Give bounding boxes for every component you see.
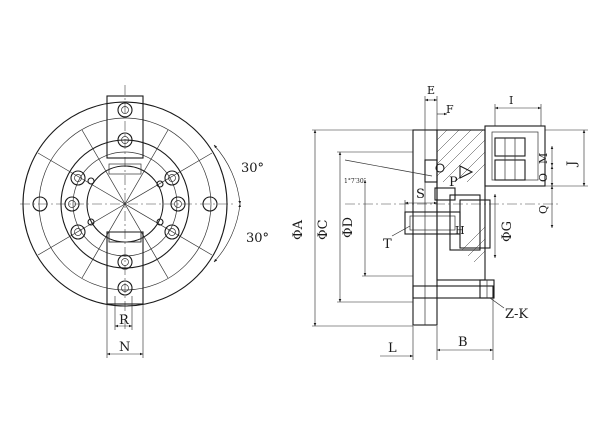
dim-phiC-label: ΦC (316, 219, 331, 240)
dim-l-label: L (388, 341, 397, 356)
tapped-hole-4 (156, 218, 164, 226)
dim-i-label: I (509, 94, 513, 107)
angle-arc-upper (213, 144, 242, 205)
top-jaw-screw-2 (117, 132, 133, 148)
dim-r-label: R (119, 313, 130, 328)
cone-tip (459, 165, 474, 179)
bottom-slot-upper (108, 231, 142, 243)
bottom-jaw-screw-1 (117, 254, 133, 270)
valve-block-lower (494, 159, 526, 181)
cylinder-block (459, 199, 491, 249)
dim-phiA-label: ΦA (291, 219, 306, 240)
top-jaw-screw-2-inner (121, 136, 129, 144)
ring-hole-5 (70, 224, 86, 240)
dim-n-label: N (119, 340, 130, 355)
angle-arc-lower (213, 203, 242, 263)
valve-block-upper (494, 137, 526, 157)
inner-ring-circle (72, 151, 178, 257)
tapped-hole-3 (87, 218, 95, 226)
bolt-circle-outer (38, 117, 212, 291)
pin-circle (435, 163, 445, 173)
ring-hole-3 (64, 196, 80, 212)
spring-chamber (434, 187, 456, 201)
dim-m-label: M (537, 153, 550, 164)
dim-f-label: F (446, 103, 454, 116)
top-jaw-screw-1-inner (121, 106, 129, 114)
dim-t-leader (391, 225, 411, 237)
diag-line-4 (81, 129, 169, 279)
bottom-jaw-screw-2 (117, 280, 133, 296)
angle-label-lower: 30° (246, 231, 269, 246)
bottom-jaw-screw-1-inner (121, 258, 129, 266)
ring-hole-4 (170, 196, 186, 212)
piston-head (449, 194, 481, 251)
ring-hole-2 (164, 170, 180, 186)
body-block (436, 129, 486, 281)
rear-housing (484, 125, 546, 187)
bolt-hole-left (32, 196, 48, 212)
body-circle (60, 139, 190, 269)
ring-hole-6 (164, 224, 180, 240)
dim-p-label: P (449, 175, 458, 190)
dim-o-label: O (537, 173, 550, 182)
dim-phiG-label: ΦG (500, 221, 515, 242)
taper-note: 1°7′30″ (344, 178, 367, 185)
bottom-jaw-screw-2-inner (121, 284, 129, 292)
dim-q-label: Q (537, 205, 550, 214)
ring-hole-1-inner (74, 174, 82, 182)
top-nozzle (424, 159, 438, 183)
section-hatching (436, 129, 486, 263)
bottom-plate (412, 285, 494, 299)
piston-rod-inner (409, 215, 456, 231)
ring-hole-3-inner (68, 200, 76, 208)
taper-line (344, 159, 433, 177)
top-jaw-screw-1 (117, 102, 133, 118)
top-jaw-slot (108, 163, 142, 175)
angle-label-upper: 30° (241, 161, 264, 176)
front-view: 30° 30° R N (20, 85, 269, 358)
dim-b-label: B (458, 335, 468, 350)
ring-hole-4-inner (174, 200, 182, 208)
dim-t-label: T (383, 237, 392, 252)
ring-hole-5-inner (74, 228, 82, 236)
ring-hole-2-inner (168, 174, 176, 182)
dim-zk-leader (489, 297, 505, 309)
top-jaw (106, 95, 144, 159)
dim-zk-label: Z-K (505, 307, 528, 322)
tapped-hole-2 (156, 180, 164, 188)
dim-j-label: J (565, 161, 580, 168)
dim-e-label: E (427, 84, 435, 97)
tapped-hole-1 (87, 177, 95, 185)
side-view: 1°7′30″ ΦA ΦC ΦD T S P H ΦG E F (291, 84, 588, 360)
dim-h-label: H (455, 224, 465, 237)
dim-phiD-label: ΦD (341, 217, 356, 238)
dim-s-label: S (416, 187, 425, 202)
ring-hole-6-inner (168, 228, 176, 236)
ring-hole-1 (70, 170, 86, 186)
